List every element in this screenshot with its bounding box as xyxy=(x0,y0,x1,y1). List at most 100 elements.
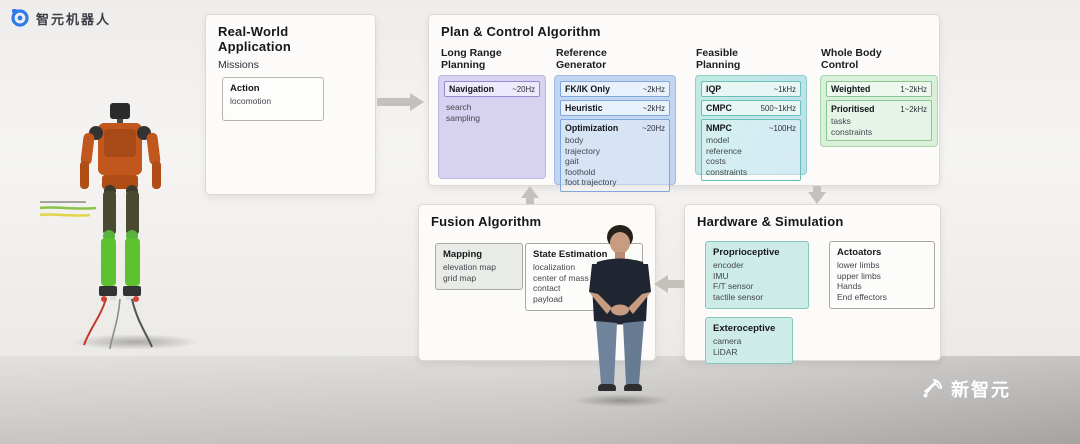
real-world-title: Real-World Application xyxy=(218,24,291,54)
robot-simulation-render xyxy=(40,103,161,350)
whole-body-control-box: Weighted 1~2kHz Prioritised 1~2kHz tasks… xyxy=(820,75,938,147)
robot-shadow xyxy=(70,334,200,350)
action-items: locomotion xyxy=(230,96,316,107)
agibot-logo-icon xyxy=(11,9,29,27)
feasible-planning-box: IQP ~1kHz CMPC 500~1kHz NMPC ~100Hz mode… xyxy=(695,75,807,181)
arrow-plan-to-hardware xyxy=(808,186,826,204)
presenter xyxy=(589,225,651,394)
nmpc-row: NMPC ~100Hz xyxy=(706,123,796,133)
watermark: 新智元 xyxy=(920,376,1011,402)
list-item: locomotion xyxy=(230,96,272,106)
weighted-rate: 1~2kHz xyxy=(900,84,927,94)
long-range-planning-header: Long Range Planning xyxy=(441,47,502,71)
arrow-application-to-plan xyxy=(377,93,425,111)
list-item: trajectory xyxy=(565,145,600,156)
nmpc-label: NMPC xyxy=(706,123,732,133)
weighted-label: Weighted xyxy=(831,84,871,94)
list-item: LiDAR xyxy=(713,346,738,357)
list-item: Hands xyxy=(837,281,862,291)
list-item: elevation map xyxy=(443,262,496,272)
feasible-planning-header: Feasible Planning xyxy=(696,47,741,71)
arrow-fusion-to-plan xyxy=(521,186,539,204)
whole-body-control-header: Whole Body Control xyxy=(821,47,882,71)
mapping-title: Mapping xyxy=(443,249,483,260)
reference-generator-header: Reference Generator xyxy=(556,47,607,71)
brand-name: 智元机器人 xyxy=(36,11,112,27)
list-item: encoder xyxy=(713,260,744,270)
plan-control-panel: Plan & Control Algorithm Long Range Plan… xyxy=(428,14,940,192)
list-item: localization xyxy=(533,262,576,272)
proprioceptive-title: Proprioceptive xyxy=(713,247,780,258)
list-item: F/T sensor xyxy=(713,281,754,291)
list-item: gait xyxy=(565,156,579,166)
heuristic-label: Heuristic xyxy=(565,103,603,113)
list-item: End effectors xyxy=(837,291,887,302)
prioritised-rate: 1~2kHz xyxy=(900,104,927,114)
watermark-name: 新智元 xyxy=(951,380,1011,400)
heuristic-rate: ~2kHz xyxy=(642,103,665,113)
list-item: constraints xyxy=(831,126,873,137)
cmpc-label: CMPC xyxy=(706,103,732,113)
list-item: IMU xyxy=(713,270,729,281)
optimization-label: Optimization xyxy=(565,123,619,133)
stage-floor xyxy=(0,356,1080,444)
iqp-box: IQP ~1kHz xyxy=(701,81,801,97)
cmpc-rate: 500~1kHz xyxy=(760,103,796,113)
navigation-label: Navigation xyxy=(449,84,494,94)
action-box: Action locomotion xyxy=(222,77,324,121)
list-item: constraints xyxy=(706,166,748,177)
list-item: camera xyxy=(713,336,742,346)
nmpc-rate: ~100Hz xyxy=(768,123,796,133)
optimization-row: Optimization ~20Hz xyxy=(565,123,665,133)
optimization-rate: ~20Hz xyxy=(642,123,665,133)
prioritised-row: Prioritised 1~2kHz xyxy=(831,104,927,114)
list-item: payload xyxy=(533,293,563,304)
fkik-label: FK/IK Only xyxy=(565,84,610,94)
prioritised-label: Prioritised xyxy=(831,104,875,114)
action-title: Action xyxy=(230,83,260,94)
list-item: sampling xyxy=(446,112,481,123)
exteroceptive-title: Exteroceptive xyxy=(713,323,776,334)
missions-label: Missions xyxy=(218,59,259,71)
list-item: tactile sensor xyxy=(713,291,764,302)
fkik-box: FK/IK Only ~2kHz xyxy=(560,81,670,97)
list-item: tasks xyxy=(831,116,851,126)
cmpc-box: CMPC 500~1kHz xyxy=(701,100,801,116)
fusion-title: Fusion Algorithm xyxy=(431,214,542,229)
list-item: contact xyxy=(533,283,561,293)
list-item: search xyxy=(446,102,472,112)
navigation-box: Navigation ~20Hz xyxy=(444,81,540,97)
weighted-box: Weighted 1~2kHz xyxy=(826,81,932,97)
list-item: model xyxy=(706,135,730,145)
hardware-simulation-panel: Hardware & Simulation Proprioceptive enc… xyxy=(684,204,941,364)
list-item: foot trajectory xyxy=(565,177,617,187)
list-item: body xyxy=(565,135,584,145)
state-estimation-title: State Estimation xyxy=(533,249,608,260)
list-item: foothold xyxy=(565,166,596,177)
xinzhiyuan-logo-icon xyxy=(923,379,942,398)
brand-logo: 智元机器人 xyxy=(10,8,111,28)
list-item: lower limbs xyxy=(837,260,880,270)
heuristic-box: Heuristic ~2kHz xyxy=(560,100,670,116)
reference-generator-box: FK/IK Only ~2kHz Heuristic ~2kHz Optimiz… xyxy=(554,75,676,192)
fkik-rate: ~2kHz xyxy=(642,84,665,94)
real-world-application-panel: Real-World Application Missions Action l… xyxy=(205,14,376,195)
iqp-label: IQP xyxy=(706,84,722,94)
arrow-hardware-to-fusion xyxy=(654,275,686,293)
